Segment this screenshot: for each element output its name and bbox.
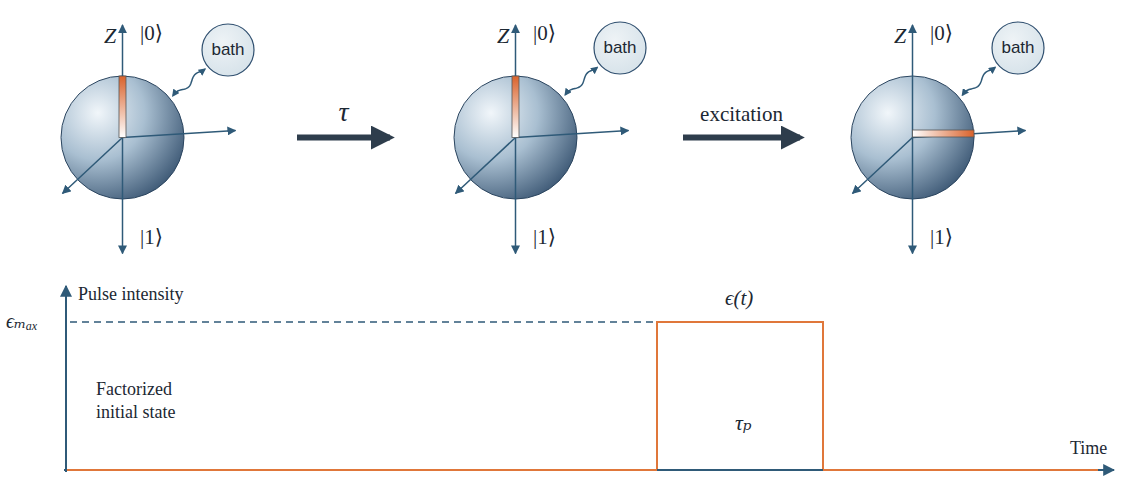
bloch-sphere xyxy=(453,75,578,200)
edge-label: excitation xyxy=(700,102,783,126)
bath-outline xyxy=(992,22,1044,74)
coupling-wave xyxy=(173,69,205,96)
duration-label: τₚ xyxy=(735,410,752,435)
bloch-sphere-node: Z|0⟩|1⟩ xyxy=(850,75,975,200)
bloch-sphere xyxy=(60,75,185,200)
bath-outline xyxy=(594,22,646,74)
pulse-label: ϵ(t) xyxy=(725,286,753,310)
bath-node: bath xyxy=(991,21,1045,75)
axis-title: Time xyxy=(1070,438,1107,459)
process-arrow xyxy=(297,135,390,141)
bath-node: bath xyxy=(201,23,255,77)
state-vector xyxy=(119,76,126,138)
bloch-axis xyxy=(516,131,629,138)
bloch-sphere-node: Z|0⟩|1⟩ xyxy=(453,75,578,200)
bath-outline xyxy=(202,24,254,76)
ket-label: |1⟩ xyxy=(140,225,163,249)
process-arrow xyxy=(683,135,800,141)
intensity-axis xyxy=(65,286,67,472)
state-vector xyxy=(913,130,975,137)
pulse-duration-axis xyxy=(657,469,823,471)
bloch-axis xyxy=(63,138,123,194)
bloch-axis xyxy=(122,25,124,254)
coupling-wave xyxy=(962,67,995,95)
bloch-sphere-node: Z|0⟩|1⟩ xyxy=(60,75,185,200)
axis-title: Pulse intensity xyxy=(78,284,184,305)
ket-label: |0⟩ xyxy=(140,21,163,45)
bath-label: bath xyxy=(1001,38,1034,58)
bloch-axis xyxy=(123,131,236,138)
axis-label: Z xyxy=(894,23,906,48)
ket-label: |0⟩ xyxy=(533,21,556,45)
coupling-wave xyxy=(565,68,597,95)
bloch-axis xyxy=(515,25,517,254)
bloch-sphere xyxy=(850,75,975,200)
bloch-axis xyxy=(912,25,914,254)
bloch-axis xyxy=(853,138,913,194)
ket-label: |1⟩ xyxy=(930,225,953,249)
max-level-line xyxy=(70,321,657,323)
bath-label: bath xyxy=(211,40,244,60)
ket-label: |0⟩ xyxy=(930,21,953,45)
pulse-curve xyxy=(67,322,1098,470)
axis-label: Z xyxy=(104,23,116,48)
bloch-axis xyxy=(913,131,1026,138)
ket-label: |1⟩ xyxy=(533,225,556,249)
bloch-axis xyxy=(456,138,516,194)
bath-node: bath xyxy=(593,21,647,75)
edge-label: τ xyxy=(338,96,348,128)
state-vector xyxy=(512,76,519,138)
phase-note: Factorized initial state xyxy=(96,378,214,423)
axis-label: Z xyxy=(497,23,509,48)
bath-label: bath xyxy=(603,38,636,58)
level-label: ϵₘₐₓ xyxy=(6,310,38,333)
